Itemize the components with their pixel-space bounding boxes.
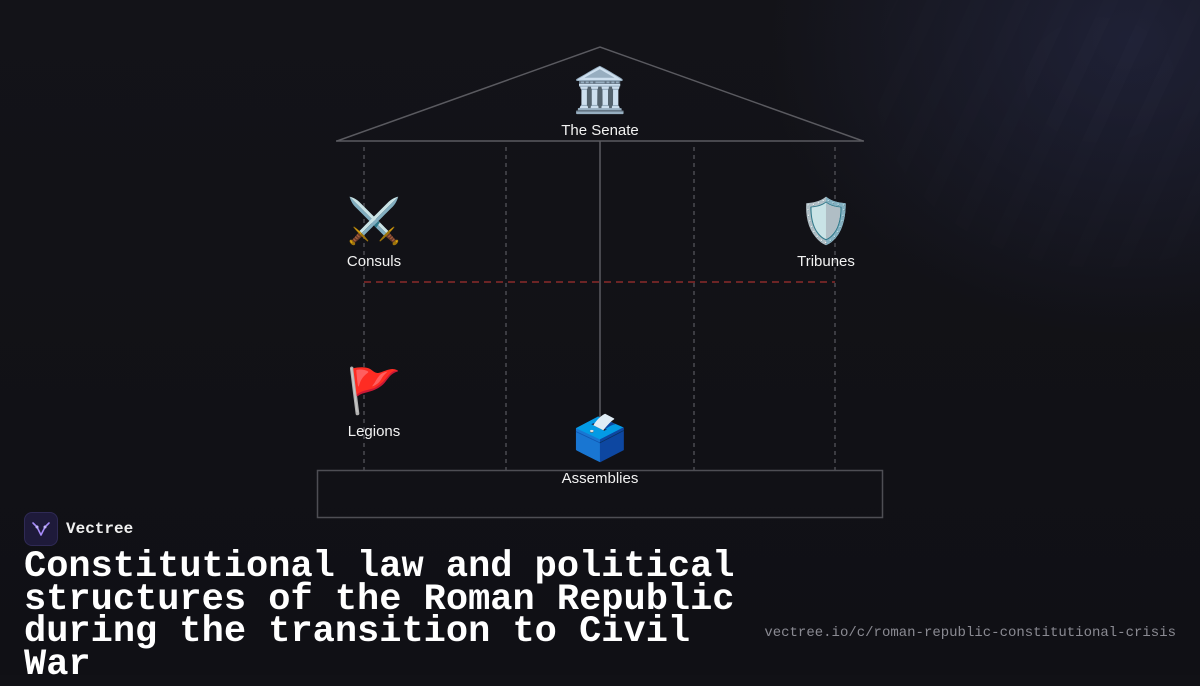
node-label: Consuls — [346, 253, 402, 270]
classical-building-icon: 🏛️ — [572, 65, 628, 116]
node-assemblies: 🗳️ Assemblies — [562, 412, 639, 487]
node-tribunes: 🛡️ Tribunes — [797, 195, 855, 270]
page-title: Constitutional law and political structu… — [24, 546, 735, 686]
ballot-box-icon: 🗳️ — [572, 413, 628, 464]
crossed-swords-icon: ⚔️ — [346, 196, 402, 247]
node-label: Tribunes — [797, 253, 855, 270]
node-label: The Senate — [561, 122, 639, 139]
node-label: Assemblies — [561, 470, 639, 487]
temple-base — [316, 469, 884, 519]
red-flag-icon: 🚩 — [346, 366, 402, 417]
source-url: vectree.io/c/roman-republic-constitution… — [764, 625, 1176, 641]
vectree-logo-icon — [24, 512, 58, 546]
node-consuls: ⚔️ Consuls — [347, 195, 402, 270]
node-senate: 🏛️ The Senate — [561, 64, 639, 139]
brand-name: Vectree — [66, 520, 134, 538]
shield-icon: 🛡️ — [798, 196, 854, 247]
node-label: Legions — [347, 423, 401, 440]
brand: Vectree — [24, 512, 133, 546]
temple-pediment — [336, 46, 864, 142]
node-legions: 🚩 Legions — [347, 365, 402, 440]
